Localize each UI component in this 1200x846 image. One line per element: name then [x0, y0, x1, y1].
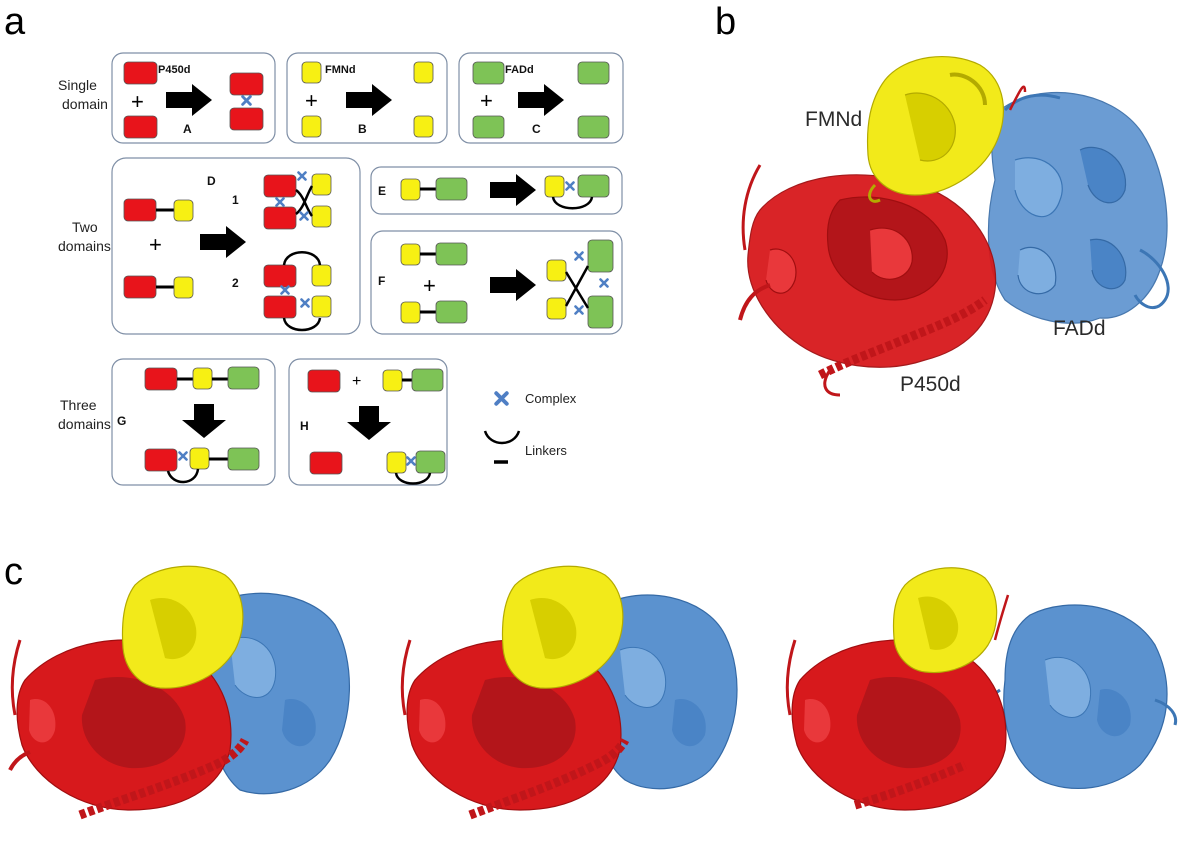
struct-label-p450d: P450d [900, 373, 961, 396]
row-label-single-line2: domain [62, 96, 108, 112]
panel-c-letter: c [4, 551, 23, 593]
linker-curve-icon [483, 430, 521, 445]
step-letter-f: F [378, 274, 385, 288]
struct-label-fadd: FADd [1053, 317, 1106, 340]
plus-sign: + [480, 88, 493, 113]
row-label-three-line1: Three [60, 397, 97, 413]
box-c-fad-dimerization: FADd + C [458, 52, 624, 144]
panel-b-letter: b [715, 1, 736, 43]
plus-sign: + [149, 232, 162, 257]
step-letter-h: H [300, 419, 309, 433]
step-number-2: 2 [232, 276, 239, 290]
step-letter-a: A [183, 122, 192, 136]
row-label-three-line2: domains [58, 416, 111, 432]
plus-sign: + [423, 273, 436, 298]
row-label-single-line1: Single [58, 77, 97, 93]
step-letter-e: E [378, 184, 386, 198]
box-f-fmn-fad-intermolecular: F + [370, 230, 623, 335]
box-d-p450-fmn-dimerization: D 1 2 + [111, 157, 361, 335]
step-letter-g: G [117, 414, 126, 428]
complex-legend-icon [494, 391, 509, 406]
box-e-fmn-fad-intramolecular: E [370, 166, 623, 215]
box-g-three-domain-complex: G [111, 358, 276, 486]
plus-sign: + [131, 89, 144, 114]
fmn-domain-ribbon [866, 55, 1004, 196]
step-letter-c: C [532, 122, 541, 136]
row-label-two-line1: Two [72, 219, 98, 235]
label-fadd: FADd [505, 64, 534, 76]
structure-c-intermediate [400, 565, 738, 820]
legend-linkers-label: Linkers [525, 443, 567, 458]
step-letter-b: B [358, 122, 367, 136]
label-p450d: P450d [158, 64, 190, 76]
plus-sign: + [305, 88, 318, 113]
step-number-1: 1 [232, 193, 239, 207]
p450-domain-ribbon [747, 174, 997, 368]
legend-complex-label: Complex [525, 391, 577, 406]
row-label-two-line2: domains [58, 238, 111, 254]
label-fmnd: FMNd [325, 64, 356, 76]
panel-a-letter: a [4, 1, 26, 43]
box-h-three-domain-dissociated: H + [288, 358, 448, 486]
structure-full-length [738, 55, 1170, 397]
structure-c-open [785, 567, 1178, 811]
plus-sign: + [352, 373, 361, 390]
box-a-p450-dimerization: P450d + A [111, 52, 276, 144]
struct-label-fmnd: FMNd [805, 108, 862, 131]
box-b-fmn-dimerization: FMNd + B [286, 52, 448, 144]
step-letter-d: D [207, 174, 216, 188]
structure-c-closed [8, 565, 351, 820]
fad-domain-ribbon [987, 92, 1168, 324]
legend: Complex Linkers [483, 391, 577, 464]
